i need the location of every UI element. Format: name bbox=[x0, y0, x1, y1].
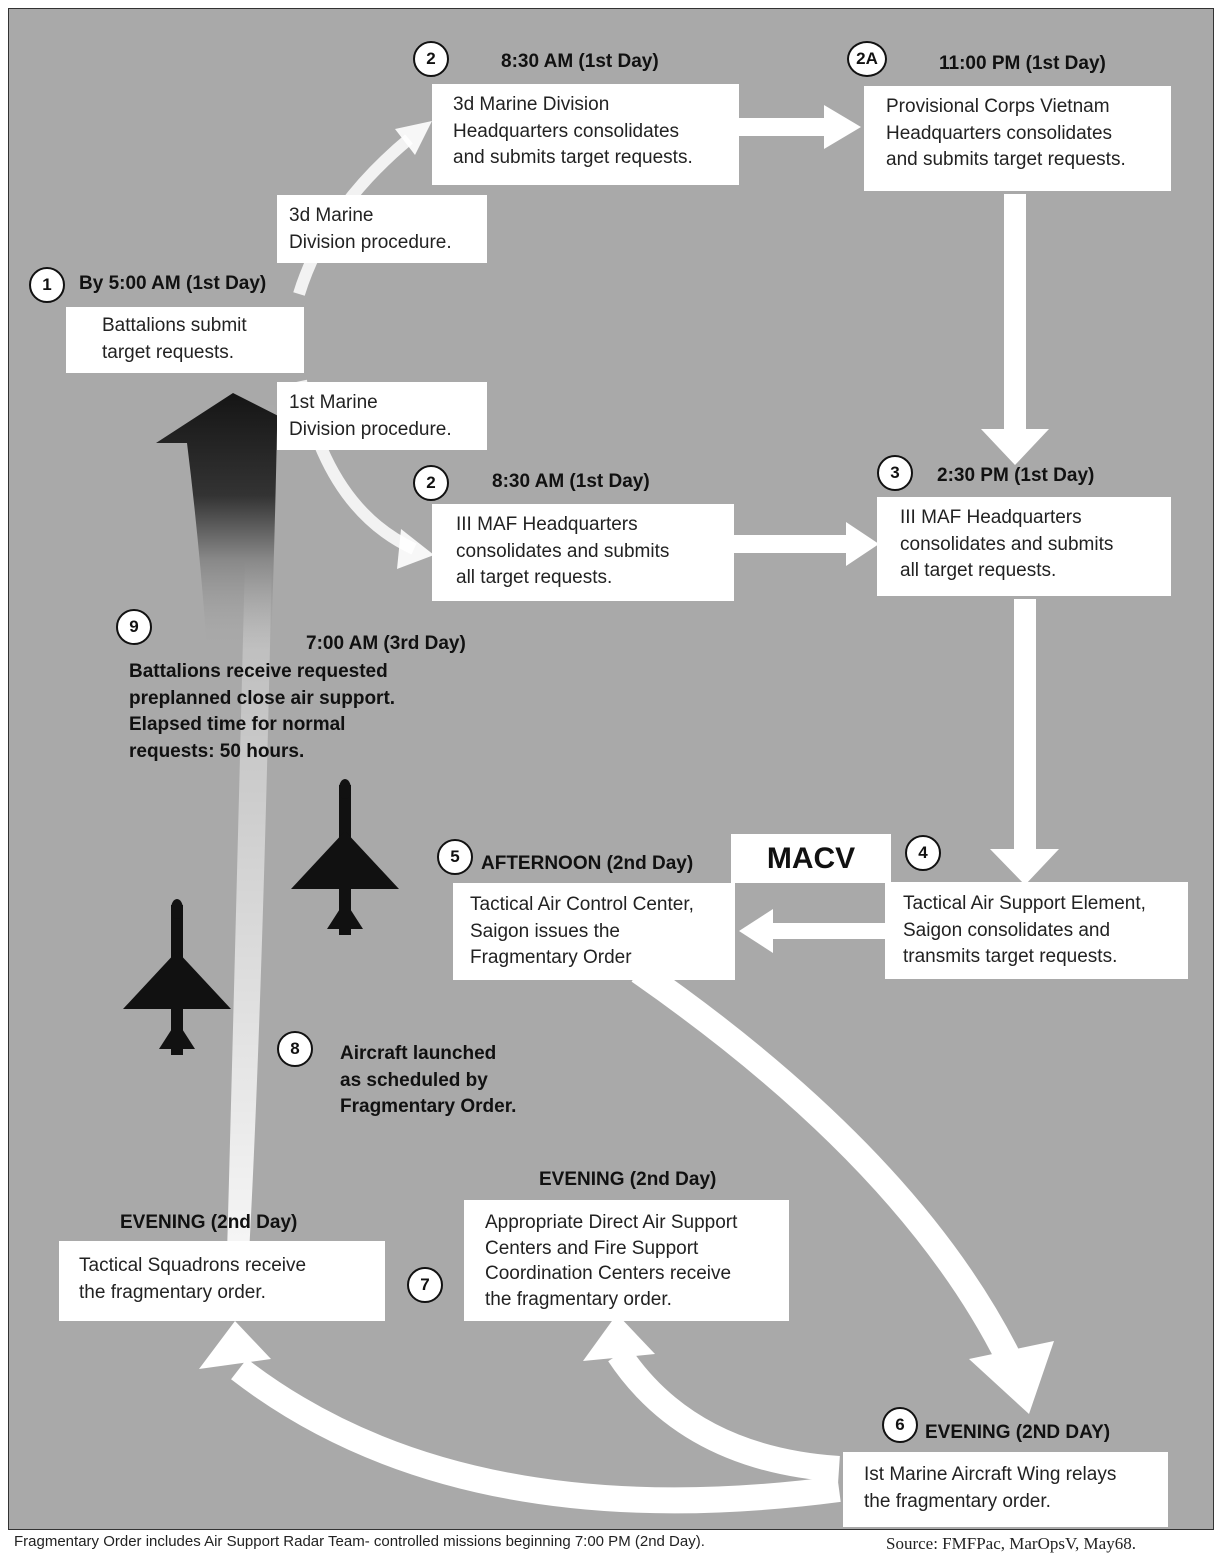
arrow-4-to-5 bbox=[771, 923, 891, 939]
step-4-badge: 4 bbox=[905, 835, 941, 871]
step-2-upper-box: 3d Marine Division Headquarters consolid… bbox=[432, 84, 739, 185]
procedure-1st-division: 1st Marine Division procedure. bbox=[277, 382, 487, 450]
arrow-6-to-squadrons bbox=[231, 1358, 841, 1514]
step-1-time: By 5:00 AM (1st Day) bbox=[79, 273, 267, 294]
step-7-badge: 7 bbox=[407, 1267, 443, 1303]
arrow-2A-to-3 bbox=[1004, 194, 1026, 434]
step-2A-time: 11:00 PM (1st Day) bbox=[939, 53, 1106, 74]
step-9-badge: 9 bbox=[116, 609, 152, 645]
arrow-5-to-6 bbox=[631, 960, 1021, 1365]
arrow-6-to-7 bbox=[608, 1346, 840, 1482]
step-6-box: Ist Marine Aircraft Wing relays the frag… bbox=[843, 1452, 1168, 1527]
squadrons-time: EVENING (2nd Day) bbox=[120, 1212, 298, 1233]
arrow-2-to-2A bbox=[737, 118, 827, 136]
step-2A-box: Provisional Corps Vietnam Headquarters c… bbox=[864, 86, 1171, 191]
step-6-time: EVENING (2ND DAY) bbox=[925, 1422, 1111, 1443]
step-1-box: Battalions submit target requests. bbox=[66, 307, 304, 373]
step-7-time: EVENING (2nd Day) bbox=[539, 1169, 717, 1190]
procedure-3d-division: 3d Marine Division procedure. bbox=[277, 195, 487, 263]
step-2-upper-badge: 2 bbox=[413, 41, 449, 77]
step-8-text: Aircraft launched as scheduled by Fragme… bbox=[340, 1043, 517, 1117]
diagram-frame: 1 By 5:00 AM (1st Day) Battalions submit… bbox=[8, 8, 1214, 1530]
aircraft-icon bbox=[123, 899, 231, 1055]
step-1-badge: 1 bbox=[29, 267, 65, 303]
step-3-time: 2:30 PM (1st Day) bbox=[937, 465, 1095, 486]
squadrons-box: Tactical Squadrons receive the fragmenta… bbox=[59, 1241, 385, 1321]
big-dark-arrow bbox=[156, 393, 304, 649]
step-3-badge: 3 bbox=[877, 455, 913, 491]
step-4-box: Tactical Air Support Element, Saigon con… bbox=[885, 882, 1188, 979]
step-5-time: AFTERNOON (2nd Day) bbox=[481, 853, 694, 874]
step-2-lower-badge: 2 bbox=[413, 465, 449, 501]
step-5-box: Tactical Air Control Center, Saigon issu… bbox=[453, 883, 735, 980]
step-2-upper-time: 8:30 AM (1st Day) bbox=[501, 51, 659, 72]
step-6-badge: 6 bbox=[882, 1407, 918, 1443]
aircraft-icon bbox=[291, 779, 399, 935]
step-8-badge: 8 bbox=[277, 1031, 313, 1067]
step-9-text: Battalions receive requested preplanned … bbox=[129, 661, 396, 762]
step-2-lower-time: 8:30 AM (1st Day) bbox=[492, 471, 650, 492]
step-3-box: III MAF Headquarters consolidates and su… bbox=[877, 497, 1171, 596]
macv-label: MACV bbox=[731, 834, 891, 883]
flow-arrows bbox=[123, 105, 1059, 1514]
arrowhead-1-to-2-upper bbox=[395, 121, 432, 155]
arrow-2-to-3 bbox=[731, 535, 849, 553]
step-5-badge: 5 bbox=[437, 839, 473, 875]
step-9-time: 7:00 AM (3rd Day) bbox=[306, 633, 466, 654]
arrow-3-to-4 bbox=[1014, 599, 1036, 851]
step-2A-badge: 2A bbox=[847, 41, 887, 77]
step-2-lower-box: III MAF Headquarters consolidates and su… bbox=[432, 504, 734, 601]
step-7-box: Appropriate Direct Air Support Centers a… bbox=[464, 1200, 789, 1321]
arrowhead-1-to-2-lower bbox=[397, 529, 434, 569]
source-citation: Source: FMFPac, MarOpsV, May68. bbox=[886, 1534, 1136, 1553]
footer-note: Fragmentary Order includes Air Support R… bbox=[14, 1533, 705, 1550]
